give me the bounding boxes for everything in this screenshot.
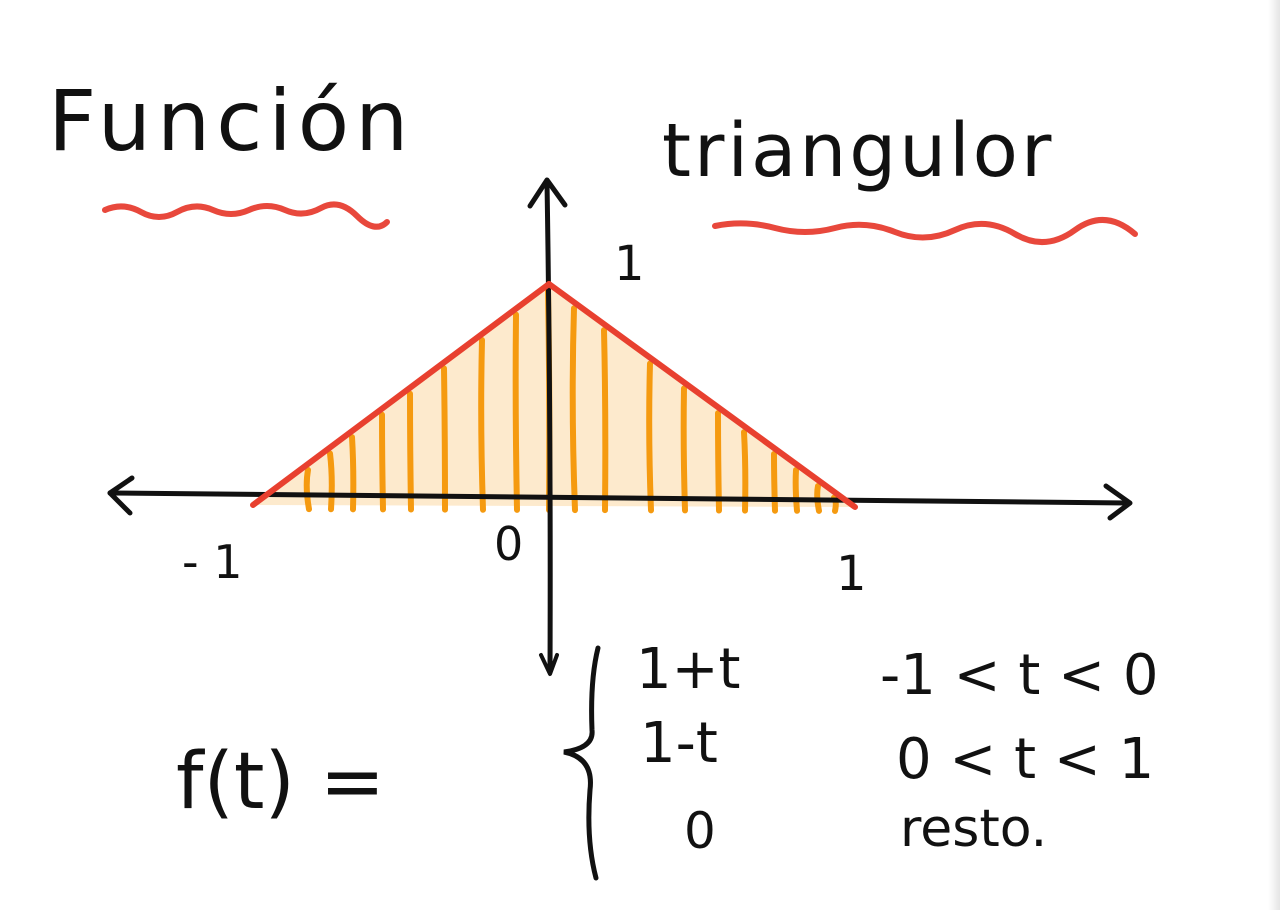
triangle-shaded-area bbox=[253, 284, 855, 507]
hatch-line bbox=[327, 450, 335, 513]
triangle-right-edge bbox=[546, 281, 858, 510]
hatch-line bbox=[646, 360, 654, 514]
hatch-line bbox=[741, 429, 749, 514]
title-funcion-underline bbox=[102, 201, 390, 230]
hatch-line bbox=[601, 327, 609, 514]
y-tick-one: 1 bbox=[614, 236, 645, 292]
title-triangulor: triangulor bbox=[662, 108, 1054, 194]
x-tick-one: 1 bbox=[836, 546, 867, 602]
function-lhs: f(t) = bbox=[176, 737, 385, 827]
case-2-expression: 1-t bbox=[640, 711, 718, 776]
hatch-line bbox=[303, 466, 312, 513]
hatch-line bbox=[407, 390, 414, 513]
x-axis bbox=[107, 490, 1131, 506]
hatch-line bbox=[512, 311, 520, 513]
origin-label: 0 bbox=[494, 517, 523, 571]
hatch-line bbox=[814, 483, 822, 514]
case-3-condition: resto. bbox=[900, 799, 1047, 859]
x-axis-left-arrow bbox=[107, 475, 135, 516]
case-3-expression: 0 bbox=[684, 802, 716, 860]
hatch-line bbox=[569, 305, 578, 514]
case-2-condition: 0 < t < 1 bbox=[896, 727, 1154, 792]
case-1-expression: 1+t bbox=[636, 637, 741, 702]
hatch-line bbox=[441, 365, 448, 513]
x-tick-minus-one: - 1 bbox=[182, 535, 243, 589]
y-axis-top-arrow bbox=[527, 177, 568, 209]
hatch-line bbox=[680, 385, 688, 514]
triangle-left-edge bbox=[250, 281, 552, 508]
title-funcion: Función bbox=[48, 72, 414, 170]
x-axis-right-arrow bbox=[1103, 483, 1133, 521]
hatch-line bbox=[379, 411, 386, 513]
y-axis-bottom-arrow bbox=[539, 653, 559, 676]
title-triangulor-underline bbox=[712, 216, 1138, 246]
case-1-condition: -1 < t < 0 bbox=[880, 643, 1158, 708]
page-edge-shadow bbox=[1268, 0, 1280, 910]
hatch-line bbox=[792, 467, 800, 514]
hatch-line bbox=[715, 410, 722, 514]
hatch-line bbox=[478, 337, 486, 513]
hatch-line bbox=[349, 434, 357, 513]
hatch-line bbox=[771, 450, 778, 514]
y-axis bbox=[544, 179, 553, 675]
piecewise-brace bbox=[563, 645, 601, 881]
